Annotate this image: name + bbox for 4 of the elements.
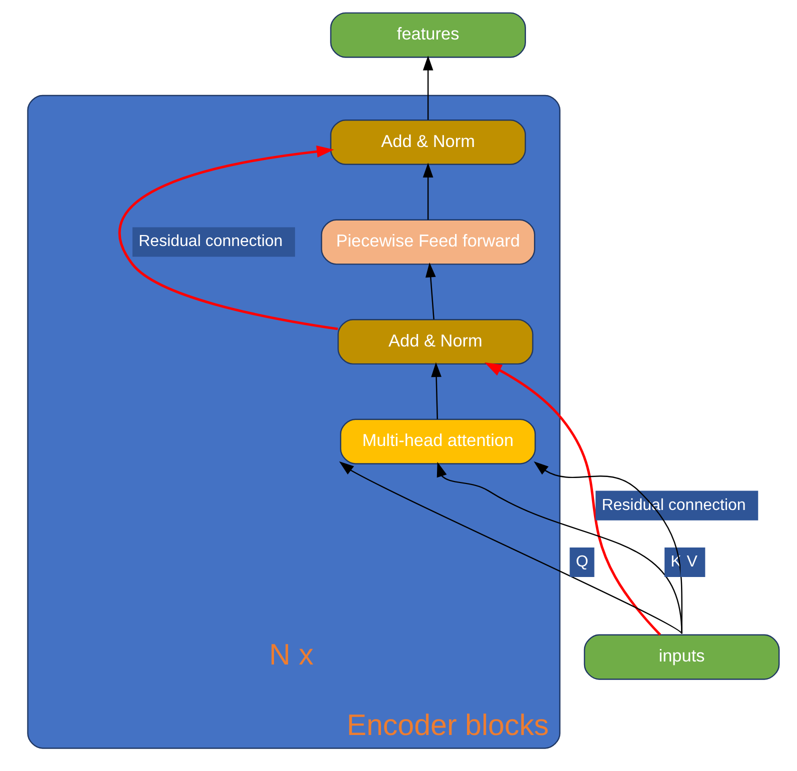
node-label: N x [269, 638, 314, 672]
edge-label: V [686, 553, 698, 570]
edge-label: Residual connection [138, 233, 283, 250]
edge-label: Q [576, 553, 588, 570]
